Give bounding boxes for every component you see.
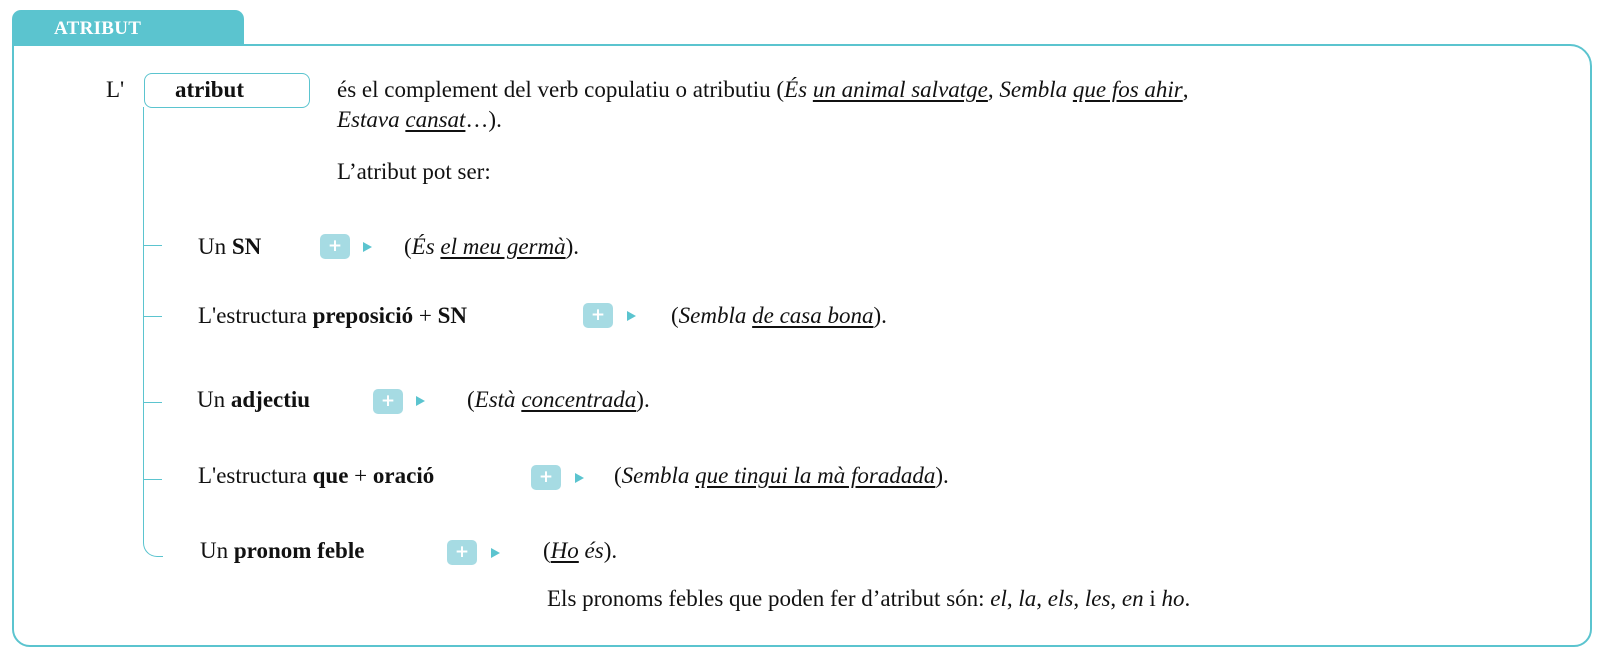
intro-prefix: L'	[106, 77, 125, 102]
text-run: ,	[1006, 586, 1019, 611]
play-arrow-icon[interactable]	[627, 311, 636, 321]
content-frame	[12, 44, 1592, 647]
text-run: Sembla	[678, 303, 753, 328]
text-run: (	[671, 303, 679, 328]
text-run: SN	[231, 234, 262, 259]
item-example: (Ho és).	[543, 537, 617, 565]
tree-tick	[144, 402, 162, 403]
expand-plus-icon[interactable]: +	[320, 234, 350, 259]
pronouns-note: Els pronoms febles que poden fer d’atrib…	[547, 585, 1190, 613]
text-run: ,	[1036, 586, 1048, 611]
text-run: (	[543, 538, 551, 563]
text-run: ).	[636, 387, 650, 412]
text-run: (	[404, 234, 412, 259]
tree-tick	[144, 245, 162, 246]
term-pill: atribut	[144, 73, 310, 108]
text-run: i	[1143, 586, 1162, 611]
section-tab: ATRIBUT	[12, 10, 244, 45]
text-run: ).	[603, 538, 618, 563]
text-run: el meu germà	[440, 234, 566, 259]
text-run: L'estructura	[198, 303, 313, 328]
text-run: que tingui la mà foradada	[695, 463, 936, 488]
text-run: de casa bona	[752, 303, 874, 328]
text-run: +	[348, 463, 373, 488]
text-run: Un	[197, 387, 231, 412]
text-run: adjectiu	[230, 387, 311, 412]
text-run: ).	[935, 463, 949, 488]
text-run: és	[578, 538, 604, 563]
text-run: (	[614, 463, 622, 488]
text-run: en	[1121, 586, 1144, 611]
text-run: SN	[437, 303, 468, 328]
text-run: oració	[372, 463, 435, 488]
text-run: Ho	[550, 538, 579, 563]
text-run: pronom feble	[233, 538, 365, 563]
item-example: (Està concentrada).	[467, 386, 650, 414]
text-run: concentrada	[521, 387, 637, 412]
item-label: Un adjectiu	[197, 386, 310, 414]
text-run: Està	[474, 387, 522, 412]
text-run: Un	[200, 538, 234, 563]
text-run: que	[312, 463, 349, 488]
expand-plus-icon[interactable]: +	[373, 389, 403, 414]
text-run: la	[1018, 586, 1037, 611]
text-run: ).	[565, 234, 580, 259]
text-run: És	[411, 234, 441, 259]
text-run: les	[1084, 586, 1111, 611]
text-run: els	[1047, 586, 1074, 611]
play-arrow-icon[interactable]	[491, 548, 500, 558]
play-arrow-icon[interactable]	[416, 396, 425, 406]
definition-line-1: és el complement del verb copulatiu o at…	[337, 77, 1189, 102]
text-run: (	[467, 387, 475, 412]
item-example: (Sembla que tingui la mà foradada).	[614, 462, 949, 490]
text-run: Sembla	[621, 463, 696, 488]
item-label: Un pronom feble	[200, 537, 364, 565]
item-label: L'estructura que + oració	[198, 462, 434, 490]
expand-plus-icon[interactable]: +	[447, 540, 477, 565]
text-run: ).	[873, 303, 887, 328]
definition-line-2: Estava cansat…).	[337, 107, 502, 132]
play-arrow-icon[interactable]	[363, 242, 372, 252]
text-run: Els pronoms febles que poden fer d’atrib…	[547, 586, 991, 611]
tree-tick	[144, 316, 162, 317]
text-run: preposició	[312, 303, 414, 328]
tree-connector	[143, 107, 163, 557]
text-run: ,	[1073, 586, 1085, 611]
text-run: Un	[198, 234, 232, 259]
item-example: (És el meu germà).	[404, 233, 579, 261]
item-example: (Sembla de casa bona).	[671, 302, 887, 330]
text-run: ho	[1161, 586, 1185, 611]
text-run: +	[413, 303, 438, 328]
text-run: L'estructura	[198, 463, 313, 488]
tree-tick	[144, 479, 162, 480]
can-be-text: L’atribut pot ser:	[337, 159, 491, 184]
text-run: el	[990, 586, 1007, 611]
expand-plus-icon[interactable]: +	[583, 303, 613, 328]
text-run: ,	[1110, 586, 1122, 611]
text-run: .	[1184, 586, 1191, 611]
play-arrow-icon[interactable]	[575, 473, 584, 483]
item-label: L'estructura preposició + SN	[198, 302, 467, 330]
item-label: Un SN	[198, 233, 261, 261]
expand-plus-icon[interactable]: +	[531, 465, 561, 490]
